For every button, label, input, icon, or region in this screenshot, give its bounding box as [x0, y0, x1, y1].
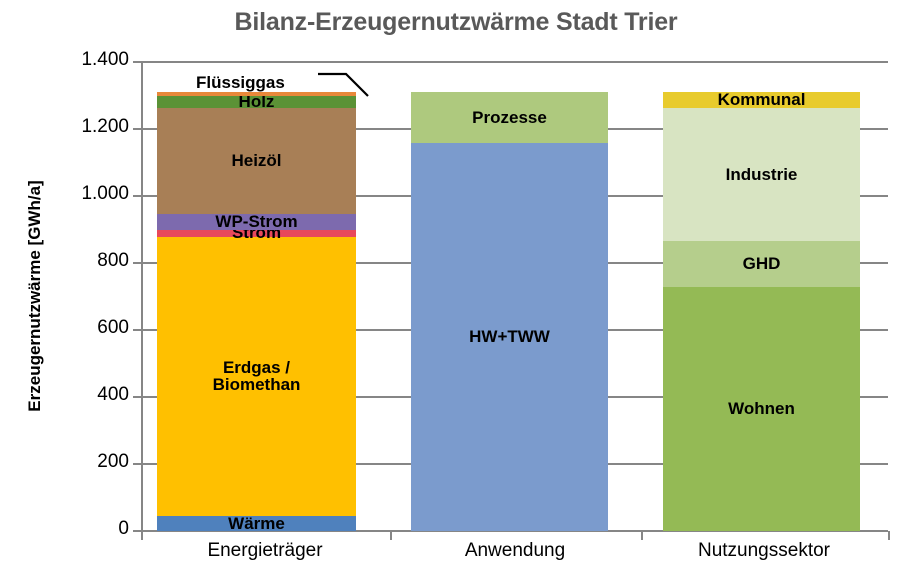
bar-segment-label: Prozesse: [472, 107, 547, 127]
bar-segment-hw+tww[interactable]: HW+TWW: [411, 143, 608, 531]
gridline-0: [141, 530, 888, 532]
bar-segment-label: Heizöl: [231, 150, 282, 170]
bar-segment-heizöl[interactable]: Heizöl: [157, 107, 356, 214]
bar-segment-industrie[interactable]: Industrie: [663, 108, 860, 242]
fluessiggas-callout-leader-line: [318, 72, 369, 97]
y-tick-label-1000: 1.000: [81, 183, 129, 204]
y-tick-0: [133, 530, 142, 532]
fluessiggas-callout-label: Flüssiggas: [196, 73, 285, 92]
bar-segment-label: WP-Strom: [215, 211, 298, 231]
bar-segment-label: HW+TWW: [469, 327, 550, 347]
bar-segment-erdgas-biomethan[interactable]: Erdgas / Biomethan: [157, 236, 356, 516]
y-tick-label-200: 200: [97, 451, 129, 472]
x-tick-1: [390, 531, 392, 540]
bar-segment-label: Kommunal: [717, 90, 806, 110]
y-tick-200: [133, 463, 142, 465]
bar-segment-flüssiggas[interactable]: [157, 91, 356, 96]
y-axis-line: [141, 62, 143, 532]
y-tick-label-1400: 1.400: [81, 49, 129, 70]
y-tick-1000: [133, 195, 142, 197]
x-tick-0: [141, 531, 143, 540]
bar-segment-label: Wohnen: [728, 399, 795, 419]
x-tick-2: [641, 531, 643, 540]
category-label-energieträger: Energieträger: [207, 540, 323, 561]
y-tick-1400: [133, 61, 142, 63]
bar-segment-label: GHD: [742, 254, 781, 274]
y-tick-800: [133, 262, 142, 264]
y-tick-label-0: 0: [118, 518, 129, 539]
category-label-nutzungssektor: Nutzungssektor: [697, 540, 830, 561]
bar-segment-prozesse[interactable]: Prozesse: [411, 92, 608, 144]
bar-segment-strom[interactable]: Strom: [157, 224, 356, 242]
bar-segment-wohnen[interactable]: Wohnen: [663, 287, 860, 531]
bar-segment-ghd[interactable]: GHD: [663, 241, 860, 288]
y-tick-400: [133, 396, 142, 398]
category-label-anwendung: Anwendung: [464, 540, 566, 561]
y-tick-600: [133, 329, 142, 331]
bar-segment-kommunal[interactable]: Kommunal: [663, 90, 860, 110]
y-tick-label-800: 800: [97, 250, 129, 271]
gridline-1400: [141, 61, 888, 63]
y-tick-label-1200: 1.200: [81, 116, 129, 137]
y-tick-label-400: 400: [97, 384, 129, 405]
bar-segment-label: Wärme: [228, 513, 285, 533]
chart-title: Bilanz-Erzeugernutzwärme Stadt Trier: [234, 8, 678, 36]
bar-segment-wärme[interactable]: Wärme: [157, 513, 356, 533]
y-tick-label-600: 600: [97, 317, 129, 338]
y-tick-1200: [133, 128, 142, 130]
bar-anwendung[interactable]: HW+TWW Prozesse: [411, 62, 608, 531]
bar-segment-wp-strom[interactable]: WP-Strom: [157, 211, 356, 231]
x-tick-3: [888, 531, 890, 540]
bar-segment-label: Industrie: [725, 164, 798, 184]
bar-segment-label: Erdgas / Biomethan: [212, 357, 301, 395]
bar-nutzungssektor[interactable]: Wohnen GHD Industrie Kommunal: [663, 62, 860, 531]
